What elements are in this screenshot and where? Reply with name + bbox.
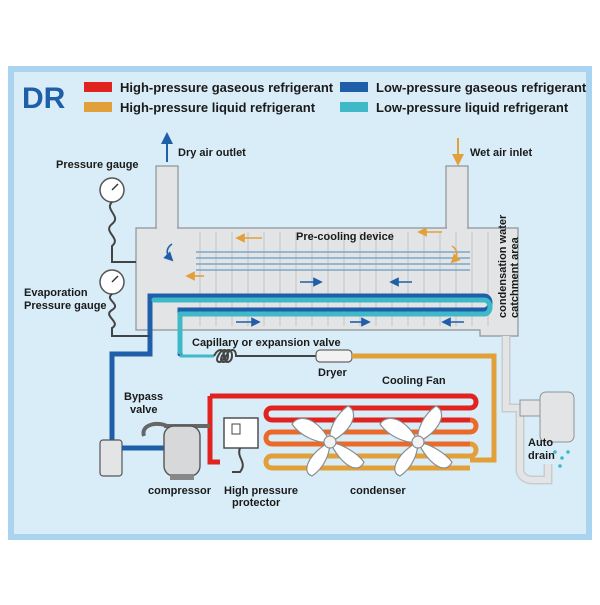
bypass-label-1: Bypass	[124, 391, 163, 403]
condenser-coils	[210, 393, 479, 471]
auto-drain-label-1: Auto	[528, 437, 553, 449]
compressor-label: compressor	[148, 485, 212, 497]
drain-assembly: Auto drain	[501, 336, 575, 485]
capillary-coil	[213, 349, 320, 363]
accumulator-icon	[99, 439, 123, 477]
wet-air-inlet-label: Wet air inlet	[470, 147, 532, 159]
evaporator-coil	[109, 293, 493, 443]
legend-label-hp-gas: High-pressure gaseous refrigerant	[120, 80, 334, 95]
pressure-gauge: Pressure gauge	[56, 159, 139, 263]
outlet-duct	[155, 165, 179, 229]
bypass-label-2: valve	[130, 404, 158, 416]
evaporation-label-1: Evaporation	[24, 287, 88, 299]
condensation-label-2: catchment area	[509, 236, 521, 318]
legend-swatch-hp-liquid	[84, 102, 112, 112]
unit-body	[135, 227, 519, 337]
cooling-fan-right	[379, 405, 453, 477]
capillary-assembly: Capillary or expansion valve Dryer	[180, 337, 497, 463]
hp-liquid-line	[352, 353, 497, 463]
legend-swatch-hp-gas	[84, 82, 112, 92]
dryer-label: Dryer	[318, 367, 347, 379]
legend: DR High-pressure gaseous refrigerant Low…	[22, 80, 587, 115]
hp-protector: High pressure protector	[223, 417, 298, 509]
auto-drain-label-2: drain	[528, 450, 555, 462]
cooling-fan-label: Cooling Fan	[382, 375, 446, 387]
condenser-label: condenser	[350, 485, 406, 497]
legend-label-hp-liquid: High-pressure liquid refrigerant	[120, 100, 316, 115]
condenser: Cooling Fan condenser	[210, 375, 479, 497]
inlet-duct	[445, 165, 469, 229]
logo: DR	[22, 82, 66, 115]
evaporation-label-2: Pressure gauge	[24, 300, 107, 312]
airflow-arrows	[163, 227, 464, 327]
pressure-gauge-label: Pressure gauge	[56, 159, 139, 171]
legend-swatch-lp-gas	[340, 82, 368, 92]
compressor-assembly: Bypass valve compressor	[99, 391, 220, 497]
hp-gas-line	[207, 396, 220, 465]
capillary-label: Capillary or expansion valve	[192, 337, 341, 349]
hp-protector-icon	[223, 417, 259, 449]
dry-air-outlet-label: Dry air outlet	[178, 147, 246, 159]
condensation-label-1: condensation water	[497, 214, 509, 318]
cooling-fan-left	[291, 405, 365, 477]
evaporation-gauge: Evaporation Pressure gauge	[24, 269, 150, 337]
legend-label-lp-liquid: Low-pressure liquid refrigerant	[376, 100, 569, 115]
hp-protector-label-2: protector	[232, 497, 281, 509]
auto-drain-icon	[539, 391, 575, 443]
hp-protector-label-1: High pressure	[224, 485, 298, 497]
legend-swatch-lp-liquid	[340, 102, 368, 112]
dryer-icon	[315, 349, 353, 363]
pre-cooling-label: Pre-cooling device	[296, 231, 394, 243]
compressor-icon	[163, 425, 201, 477]
pre-cooling-tubes	[196, 251, 470, 271]
legend-label-lp-gas: Low-pressure gaseous refrigerant	[376, 80, 587, 95]
